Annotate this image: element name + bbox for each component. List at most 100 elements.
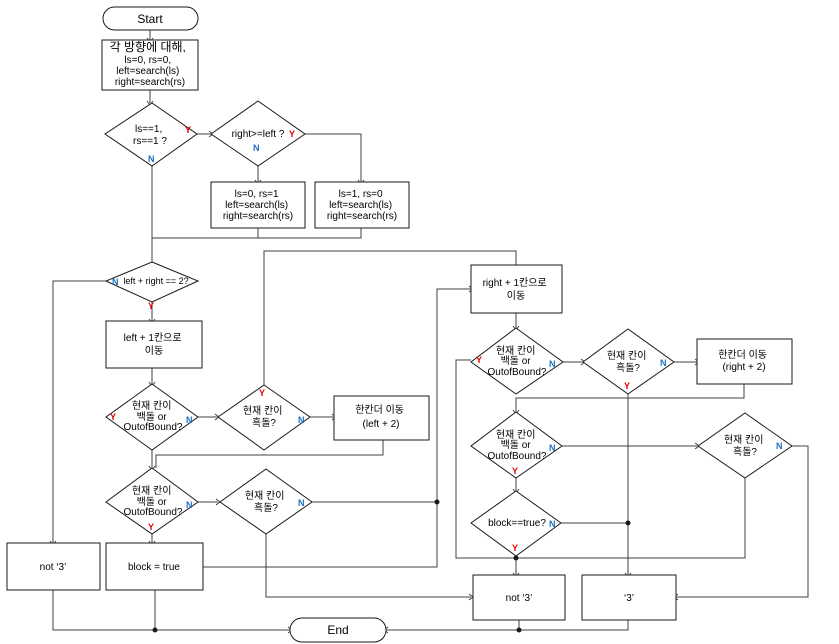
init-line: left=search(ls) bbox=[116, 66, 179, 77]
decision-right-white-or-oob: 현재 칸이 백돌 or OutofBound? Y N bbox=[470, 327, 564, 395]
end-label: End bbox=[327, 623, 348, 637]
label-yes: Y bbox=[148, 522, 154, 532]
label-yes: Y bbox=[512, 543, 518, 553]
label-yes: Y bbox=[476, 355, 482, 365]
init-box: 각 방향에 대해, ls=0, rs=0, left=search(ls) ri… bbox=[101, 39, 199, 91]
edge-dl4-not3r bbox=[265, 534, 471, 598]
init-line: ls=0, rs=0, bbox=[124, 55, 171, 66]
edge-dsum-not3 bbox=[52, 280, 106, 543]
dl3-line: 백돌 or bbox=[137, 496, 168, 508]
dr2-line: 현재 칸이 bbox=[607, 350, 647, 362]
dl2-line: 현재 칸이 bbox=[243, 405, 283, 417]
edge-dl4-rightmove bbox=[312, 288, 471, 503]
decision-left-black: 현재 칸이 흑돌? Y N bbox=[217, 384, 311, 451]
label-no: N bbox=[148, 154, 155, 164]
box-ls1-rs0: ls=1, rs=0 left=search(ls) right=search(… bbox=[314, 181, 410, 229]
edge-blmore-dl3 bbox=[155, 440, 384, 468]
edge-dr1-loop bbox=[455, 359, 746, 559]
start-label: Start bbox=[137, 12, 163, 26]
box-three: ‘3’ bbox=[581, 574, 677, 621]
dl2-line: 흑돌? bbox=[252, 416, 276, 429]
brmore-line: (right + 2) bbox=[722, 362, 765, 373]
leftmove-line: 이동 bbox=[145, 345, 163, 357]
init-line: right=search(rs) bbox=[115, 77, 185, 88]
box-right-more: 한칸더 이동 (right + 2) bbox=[696, 338, 793, 385]
label-yes: Y bbox=[148, 301, 154, 311]
dl1-line: 백돌 or bbox=[137, 411, 168, 423]
label-no: N bbox=[186, 415, 193, 425]
dr4-line: 흑돌? bbox=[733, 445, 757, 458]
decision-sum-two: left + right == 2? N Y bbox=[104, 261, 200, 311]
edge-brmore-dr3 bbox=[515, 384, 745, 412]
junction-dot bbox=[625, 520, 631, 526]
init-line: 각 방향에 대해, bbox=[110, 40, 186, 54]
decision-right-black-2: 현재 칸이 흑돌? N bbox=[697, 412, 793, 479]
decision-both-one: ls==1, rs==1 ? Y N bbox=[104, 102, 198, 167]
svg-text:현재 칸이 흑돌?: 현재 칸이 흑돌? bbox=[607, 350, 649, 374]
box-left-move: left + 1칸으로 이동 bbox=[105, 320, 203, 369]
label-yes: Y bbox=[110, 412, 116, 422]
svg-text:현재 칸이 흑돌?: 현재 칸이 흑돌? bbox=[724, 434, 766, 458]
svg-text:현재 칸이 백돌 or OutofB: 현재 칸이 백돌 or OutofBound? bbox=[488, 345, 547, 378]
svg-text:한칸더 이동 (left + 2): 한칸더 이동 (left + 2) bbox=[355, 404, 407, 430]
box-block-true: block = true bbox=[105, 542, 204, 591]
svg-text:right + 1칸으로 이동: right + 1칸으로 이동 bbox=[483, 277, 550, 302]
rightmove-line: right + 1칸으로 bbox=[483, 277, 547, 289]
brs1-line: right=search(rs) bbox=[223, 211, 293, 222]
drl-label: right>=left ? bbox=[232, 129, 285, 140]
dboth-line: ls==1, bbox=[135, 124, 162, 135]
svg-text:ls==1, rs==1 ?: ls==1, rs==1 ? bbox=[133, 124, 167, 147]
dl4-line: 흑돌? bbox=[254, 501, 278, 514]
blmore-line: (left + 2) bbox=[363, 419, 400, 430]
dl1-line: OutofBound? bbox=[124, 422, 183, 433]
junction-dot bbox=[516, 627, 522, 633]
box-right-move: right + 1칸으로 이동 bbox=[470, 264, 563, 314]
brs1-line: ls=0, rs=1 bbox=[235, 189, 279, 200]
block-label: block = true bbox=[128, 562, 180, 573]
svg-text:현재 칸이 흑돌?: 현재 칸이 흑돌? bbox=[245, 490, 287, 514]
box-left-more: 한칸더 이동 (left + 2) bbox=[333, 395, 430, 441]
decision-left-white-or-oob: 현재 칸이 백돌 or OutofBound? Y N bbox=[105, 383, 199, 451]
box-not-3-left: not ‘3’ bbox=[6, 542, 101, 591]
decision-block-true: block==true? N Y bbox=[470, 490, 562, 557]
leftmove-line: left + 1칸으로 bbox=[124, 332, 182, 344]
label-yes: Y bbox=[512, 466, 518, 476]
bls1-line: right=search(rs) bbox=[327, 211, 397, 222]
svg-text:현재 칸이 백돌 or OutofB: 현재 칸이 백돌 or OutofBound? bbox=[124, 400, 183, 433]
dblock-label: block==true? bbox=[488, 518, 546, 529]
label-yes: Y bbox=[624, 381, 630, 391]
box-ls0-rs1: ls=0, rs=1 left=search(ls) right=search(… bbox=[210, 181, 306, 229]
svg-text:ls=0, rs=1 left=search(l: ls=0, rs=1 left=search(ls) right=search(… bbox=[223, 189, 293, 222]
label-no: N bbox=[660, 358, 667, 368]
dr1-line: 백돌 or bbox=[501, 355, 532, 367]
label-no: N bbox=[549, 519, 556, 529]
edge-not3r-end bbox=[386, 620, 520, 631]
dboth-line: rs==1 ? bbox=[133, 136, 167, 147]
svg-text:현재 칸이 백돌 or OutofB: 현재 칸이 백돌 or OutofBound? bbox=[488, 429, 547, 462]
label-no: N bbox=[776, 441, 783, 451]
label-yes: Y bbox=[259, 388, 265, 398]
svg-text:현재 칸이 흑돌?: 현재 칸이 흑돌? bbox=[243, 405, 285, 429]
svg-text:ls=1, rs=0 left=search(l: ls=1, rs=0 left=search(ls) right=search(… bbox=[327, 189, 397, 222]
dl3-line: 현재 칸이 bbox=[132, 485, 172, 497]
label-no: N bbox=[112, 277, 119, 287]
dl4-line: 현재 칸이 bbox=[245, 490, 285, 502]
label-yes: Y bbox=[185, 125, 191, 135]
dr2-line: 흑돌? bbox=[616, 361, 640, 374]
junction-dot bbox=[152, 627, 158, 633]
edge-drl-bls1 bbox=[305, 133, 362, 182]
edge-dr4-3 bbox=[676, 445, 809, 598]
brmore-line: 한칸더 이동 bbox=[718, 349, 767, 361]
label-no: N bbox=[549, 359, 556, 369]
bls1-line: ls=1, rs=0 bbox=[339, 189, 383, 200]
box-not-3-right: not ‘3’ bbox=[472, 574, 566, 621]
svg-text:left + 1칸으로 이동: left + 1칸으로 이동 bbox=[124, 332, 185, 357]
dl1-line: 현재 칸이 bbox=[132, 400, 172, 412]
dr1-line: OutofBound? bbox=[488, 367, 547, 378]
brs1-line: left=search(ls) bbox=[225, 200, 288, 211]
dr3-line: OutofBound? bbox=[488, 451, 547, 462]
edge-dl2-up bbox=[263, 250, 517, 385]
edge-merge-top2 bbox=[258, 228, 362, 239]
